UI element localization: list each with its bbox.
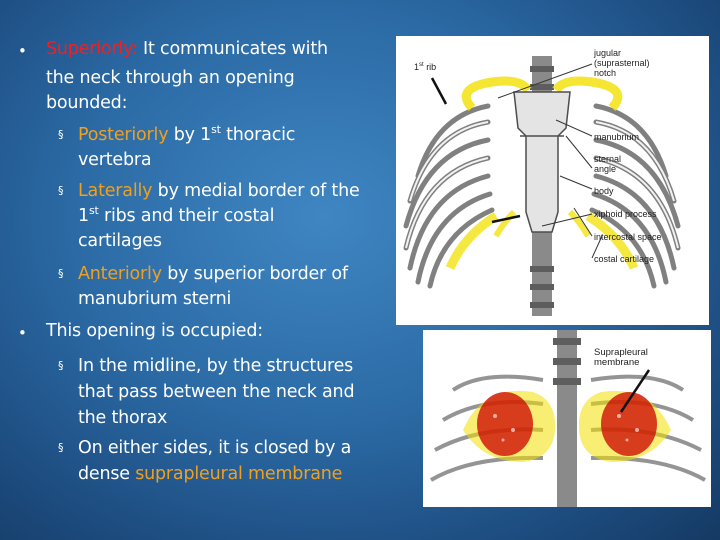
sub-bullet-square: § bbox=[58, 128, 64, 141]
bullet-dot: • bbox=[18, 42, 27, 60]
thoracic-inlet-illustration bbox=[430, 330, 706, 507]
sub-4-line-2: that pass between the neck and bbox=[78, 382, 355, 402]
jugular-notch-label: jugular (suprasternal) notch bbox=[594, 48, 650, 78]
suprapleural-membrane-label: Suprapleural membrane bbox=[594, 347, 648, 368]
sub-4-line-3: the thorax bbox=[78, 408, 168, 428]
costal-cartilage-label: costal cartilage bbox=[594, 254, 655, 264]
sub-3-line-2: manubrium sterni bbox=[78, 289, 232, 309]
sub-2-line-2: 1st ribs and their costal bbox=[78, 204, 275, 226]
thoracic-cage-illustration bbox=[403, 56, 681, 316]
sub-bullet-square: § bbox=[58, 267, 64, 280]
sternal-angle-label: sternal angle bbox=[594, 154, 622, 174]
sub-5-line-2: dense suprapleural membrane bbox=[78, 464, 343, 484]
sub-4-line-1: In the midline, by the structures bbox=[78, 356, 354, 376]
laterally-term: Laterally bbox=[78, 181, 153, 201]
sub-3-line-1: Anteriorly by superior border of bbox=[78, 264, 348, 284]
sub-bullet-square: § bbox=[58, 359, 64, 372]
bullet-dot: • bbox=[18, 324, 27, 342]
sub-bullet-square: § bbox=[58, 441, 64, 454]
sub-5-line-1: On either sides, it is closed by a bbox=[78, 438, 352, 458]
manubrium-label: manubrium bbox=[594, 132, 640, 142]
suprapleural-membrane-term: suprapleural membrane bbox=[135, 464, 343, 484]
body-label: body bbox=[594, 186, 614, 196]
superiorly-term: Superiorly: bbox=[46, 39, 138, 59]
sub-1-line-1: Posteriorly by 1st thoracic bbox=[78, 123, 296, 145]
bullet-2-line-1: This opening is occupied: bbox=[46, 321, 263, 341]
anteriorly-term: Anteriorly bbox=[78, 264, 162, 284]
xiphoid-process-label: xiphoid process bbox=[594, 209, 657, 219]
sub-2-line-3: cartilages bbox=[78, 231, 162, 251]
posteriorly-term: Posteriorly bbox=[78, 125, 169, 145]
sub-bullet-square: § bbox=[58, 184, 64, 197]
thoracic-cage-figure: 1st rib jugular (suprasternal) notch man… bbox=[396, 36, 709, 325]
sub-2-line-1: Laterally by medial border of the bbox=[78, 181, 360, 201]
bullet-1-line-2: the neck through an opening bbox=[46, 68, 295, 88]
first-rib-label: 1st rib bbox=[414, 62, 437, 72]
sub-1-line-2: vertebra bbox=[78, 150, 152, 170]
suprapleural-membrane-figure: Suprapleural membrane bbox=[423, 330, 711, 507]
intercostal-space-label: intercostal space bbox=[594, 232, 662, 242]
bullet-1-line-1: Superiorly: It communicates with bbox=[46, 39, 328, 59]
bullet-1-line-3: bounded: bbox=[46, 93, 128, 113]
